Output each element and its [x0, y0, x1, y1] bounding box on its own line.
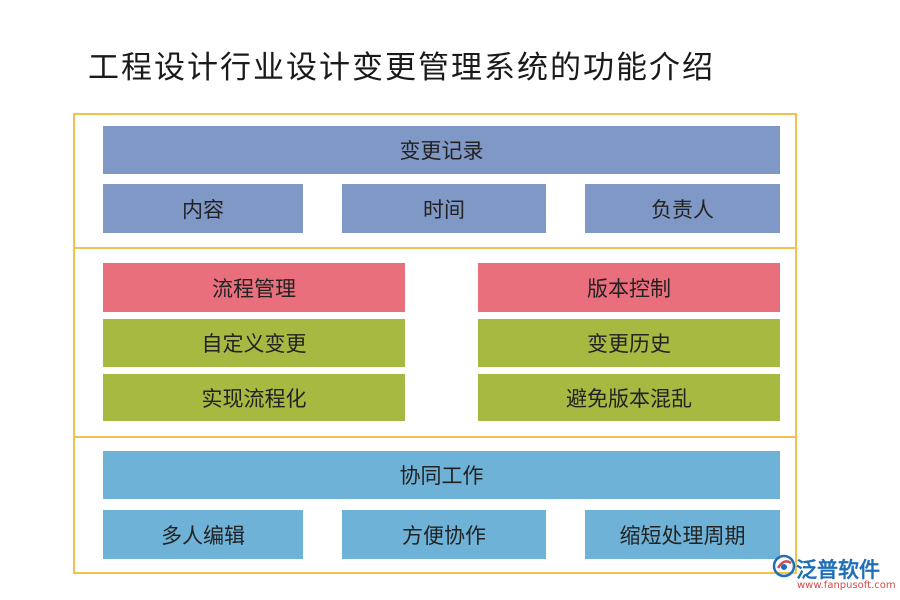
change-record-item-time: 时间	[342, 184, 546, 233]
collaboration-item-multi-edit: 多人编辑	[103, 510, 303, 559]
logo-url-text: www.fanpusoft.com	[797, 580, 896, 591]
section-divider-1	[73, 247, 797, 249]
change-record-item-owner: 负责人	[585, 184, 780, 233]
process-item-custom-change: 自定义变更	[103, 319, 405, 367]
collaboration-item-shorten-cycle: 缩短处理周期	[585, 510, 780, 559]
version-control-header: 版本控制	[478, 263, 780, 312]
fanpu-logo-icon	[772, 554, 796, 578]
collaboration-header: 协同工作	[103, 451, 780, 499]
logo-brand-text: 泛普软件	[796, 558, 880, 582]
collaboration-item-easy-collab: 方便协作	[342, 510, 546, 559]
section-divider-2	[73, 436, 797, 438]
change-record-header: 变更记录	[103, 126, 780, 174]
page-title: 工程设计行业设计变更管理系统的功能介绍	[88, 50, 715, 86]
diagram-frame	[73, 113, 797, 574]
process-management-header: 流程管理	[103, 263, 405, 312]
change-record-item-content: 内容	[103, 184, 303, 233]
fanpu-logo: 泛普软件 www.fanpusoft.com	[770, 552, 896, 596]
version-item-avoid-confusion: 避免版本混乱	[478, 374, 780, 421]
version-item-history: 变更历史	[478, 319, 780, 367]
process-item-workflow: 实现流程化	[103, 374, 405, 421]
